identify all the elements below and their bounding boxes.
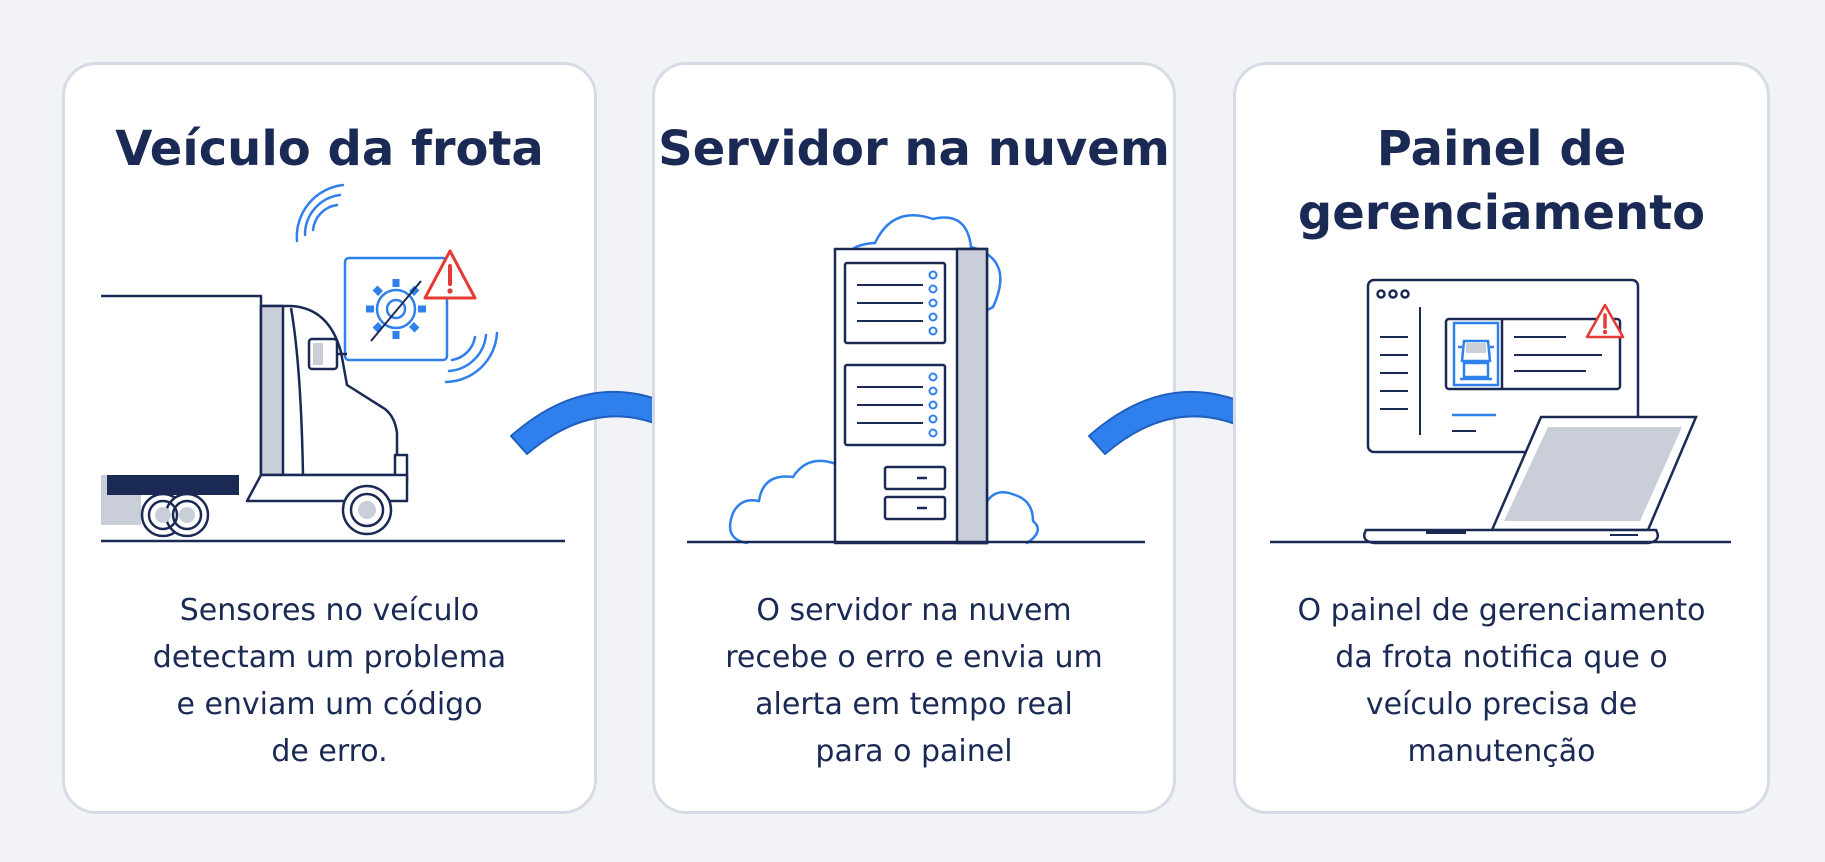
step-title-line: Painel de: [1376, 121, 1627, 177]
description-line: da frota notifica que o: [1335, 640, 1668, 675]
step-title: Painel de gerenciamento: [1236, 117, 1767, 245]
description-line: para o painel: [815, 734, 1013, 769]
truck-front-icon: [1452, 321, 1500, 387]
step-description: O painel de gerenciamento da frota notif…: [1256, 587, 1747, 775]
truck-icon: [101, 294, 409, 538]
description-line: Sensores no veículo: [179, 593, 480, 628]
step-description: Sensores no veículo detectam um problema…: [85, 587, 574, 775]
warning-icon: [1585, 303, 1625, 339]
vehicle-illustration: [101, 183, 565, 543]
server-illustration: [687, 214, 1145, 545]
step-card-server: Servidor na nuvem: [652, 62, 1176, 814]
step-description: O servidor na nuvem recebe o erro e envi…: [675, 587, 1153, 775]
description-line: recebe o erro e envia um: [725, 640, 1103, 675]
step-title: Veículo da frota: [65, 117, 594, 181]
step-title: Servidor na nuvem: [655, 117, 1173, 181]
sensor-frame: [343, 256, 449, 362]
step-title-line: Veículo da frota: [115, 121, 544, 177]
description-line: O servidor na nuvem: [756, 593, 1072, 628]
description-line: alerta em tempo real: [755, 687, 1073, 722]
dashboard-illustration: [1270, 278, 1731, 545]
step-card-dashboard: Painel de gerenciamento: [1233, 62, 1770, 814]
wireless-signal-icon: [295, 183, 345, 243]
step-title-line: Servidor na nuvem: [658, 121, 1170, 177]
step-title-line: gerenciamento: [1297, 185, 1706, 241]
wireless-signal-icon: [444, 331, 499, 384]
description-line: veículo precisa de: [1365, 687, 1638, 722]
server-rack-icon: [833, 247, 989, 545]
description-line: manutenção: [1407, 734, 1596, 769]
cloud-icon: [839, 214, 1002, 315]
description-line: O painel de gerenciamento: [1297, 593, 1706, 628]
laptop-icon: [1363, 415, 1698, 545]
description-line: detectam um problema: [152, 640, 507, 675]
warning-icon: [423, 249, 477, 300]
gear-icon: [366, 279, 426, 342]
description-line: e enviam um código: [176, 687, 483, 722]
step-card-vehicle: Veículo da frota: [62, 62, 597, 814]
description-line: de erro.: [271, 734, 388, 769]
